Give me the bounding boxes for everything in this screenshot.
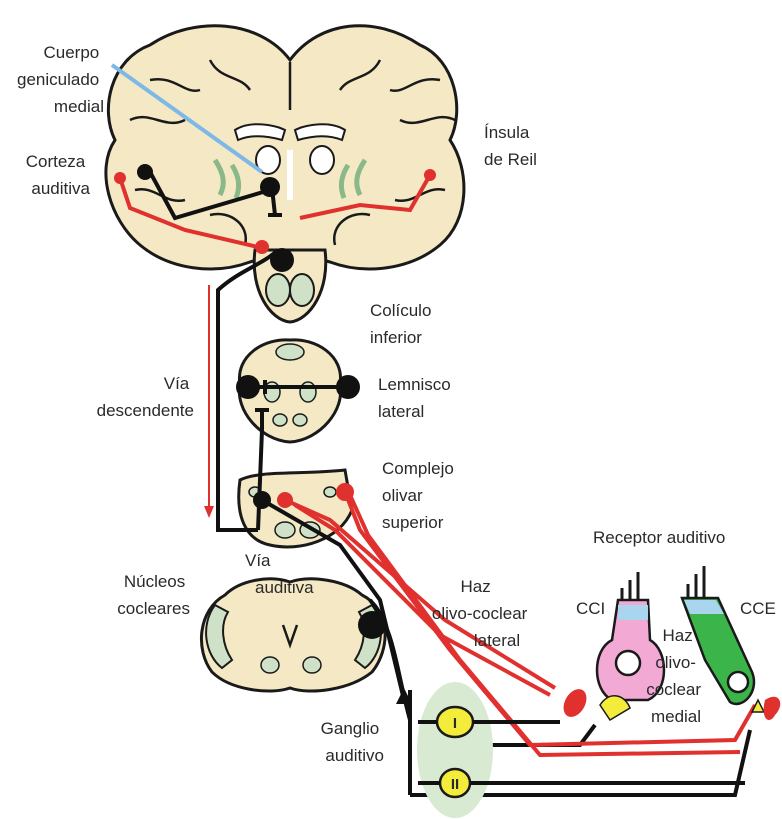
label-via-descendente: Vía descendente — [97, 374, 194, 420]
label-cuerpo-geniculado: Cuerpo geniculado medial — [17, 43, 104, 116]
label-cce: CCE — [740, 599, 776, 618]
label-receptor-auditivo: Receptor auditivo — [593, 528, 725, 547]
label-lemnisco-lateral: Lemnisco lateral — [378, 375, 456, 421]
label-coliculo-inferior: Colículo inferior — [370, 301, 436, 347]
label-nucleos-cocleares: Núcleos cocleares — [117, 572, 190, 618]
label-corteza-auditiva: Corteza auditiva — [26, 152, 91, 198]
descending-arrowhead — [204, 506, 214, 518]
label-ganglion-II: II — [451, 776, 459, 793]
label-via-auditiva: Vía auditiva — [245, 551, 314, 597]
label-complejo-olivar: Complejo olivar superior — [382, 459, 459, 532]
label-ganglion-I: I — [453, 715, 457, 732]
label-cci: CCI — [576, 599, 605, 618]
olivary-section — [239, 470, 352, 547]
label-insula-reil: Ínsula de Reil — [484, 123, 537, 169]
brain-coronal-section — [106, 26, 464, 322]
ihc-red-synapse — [559, 685, 591, 721]
label-ganglio-auditivo: Ganglio auditivo — [321, 719, 384, 765]
